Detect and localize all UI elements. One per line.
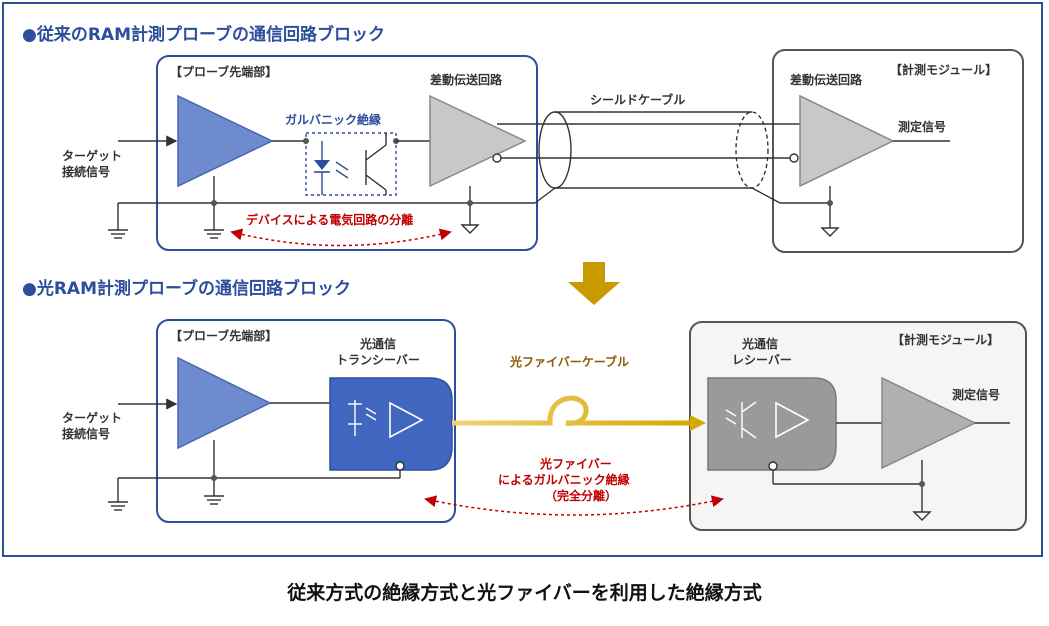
top-separation-arrow bbox=[230, 228, 452, 247]
bottom-ground-symbol-amp bbox=[204, 495, 224, 505]
bottom-section-title: ●光RAM計測プローブの通信回路ブロック bbox=[22, 278, 351, 299]
phototransistor-icon bbox=[365, 133, 387, 195]
transceiver-driver-icon bbox=[389, 401, 424, 439]
optocoupler-box bbox=[305, 132, 397, 196]
transceiver-led-icon bbox=[348, 400, 377, 436]
bottom-module-box-label: 【計測モジュール】 bbox=[892, 332, 999, 347]
top-module-box-label: 【計測モジュール】 bbox=[890, 62, 997, 77]
figure-caption: 従来方式の絶縁方式と光ファイバーを利用した絶縁方式 bbox=[287, 582, 762, 604]
isolation-label-line1: 光ファイバー bbox=[539, 456, 612, 471]
light-rays-icon bbox=[335, 161, 349, 179]
isolation-label-line2: によるガルバニック絶縁 bbox=[498, 472, 630, 487]
fiber-arrow-head bbox=[690, 415, 706, 431]
fiber-cable-label: 光ファイバーケーブル bbox=[509, 354, 629, 369]
isolation-label-line3: （完全分離） bbox=[545, 488, 617, 503]
bottom-ground-symbol-left bbox=[108, 501, 128, 511]
bottom-module-amplifier bbox=[881, 376, 977, 470]
bottom-probe-amplifier bbox=[177, 356, 272, 450]
receiver-amp-icon bbox=[775, 401, 810, 439]
top-diff-transmitter bbox=[429, 94, 527, 188]
bottom-probe-box-label: 【プローブ先端部】 bbox=[170, 328, 277, 343]
top-diff-receiver bbox=[799, 94, 895, 188]
top-measure-signal-label: 測定信号 bbox=[898, 119, 946, 134]
transition-down-arrow bbox=[568, 262, 620, 305]
optical-receiver bbox=[707, 377, 837, 471]
bottom-target-signal-line1: ターゲット bbox=[62, 410, 122, 425]
top-probe-amplifier bbox=[177, 94, 274, 188]
receiver-label-line2: レシーバー bbox=[732, 353, 792, 367]
top-ground-symbol-left bbox=[108, 229, 128, 239]
bottom-measure-signal-label: 測定信号 bbox=[952, 387, 1000, 402]
top-separation-label: デバイスによる電気回路の分離 bbox=[246, 212, 413, 227]
top-ground-symbol-tx bbox=[460, 224, 480, 234]
galvanic-isolation-label: ガルバニック絶縁 bbox=[285, 112, 381, 127]
receiver-photodiode-icon bbox=[725, 401, 757, 439]
receiver-label-line1: 光通信 bbox=[741, 336, 778, 351]
shield-cable-label: シールドケーブル bbox=[590, 92, 685, 107]
diagram-frame bbox=[2, 2, 1043, 557]
top-section-title: ●従来のRAM計測プローブの通信回路ブロック bbox=[22, 24, 385, 45]
top-probe-box-label: 【プローブ先端部】 bbox=[170, 64, 277, 79]
top-diff-circuit-label: 差動伝送回路 bbox=[429, 72, 503, 87]
transceiver-label-line2: トランシーバー bbox=[336, 353, 420, 367]
top-ground-symbol-amp bbox=[204, 229, 224, 239]
optical-transceiver bbox=[329, 377, 453, 471]
top-module-diff-label: 差動伝送回路 bbox=[789, 72, 863, 87]
top-target-signal-line1: ターゲット bbox=[62, 148, 122, 163]
top-target-signal-line2: 接続信号 bbox=[62, 164, 110, 179]
top-module-box bbox=[772, 49, 1024, 253]
optical-fiber-cable bbox=[452, 395, 690, 426]
transceiver-label-line1: 光通信 bbox=[359, 336, 396, 351]
top-ground-symbol-module bbox=[820, 227, 840, 237]
bottom-target-signal-line2: 接続信号 bbox=[62, 426, 110, 441]
bottom-separation-arrow bbox=[424, 495, 724, 516]
led-diode-icon bbox=[314, 160, 330, 170]
bottom-ground-symbol-module bbox=[912, 511, 932, 521]
